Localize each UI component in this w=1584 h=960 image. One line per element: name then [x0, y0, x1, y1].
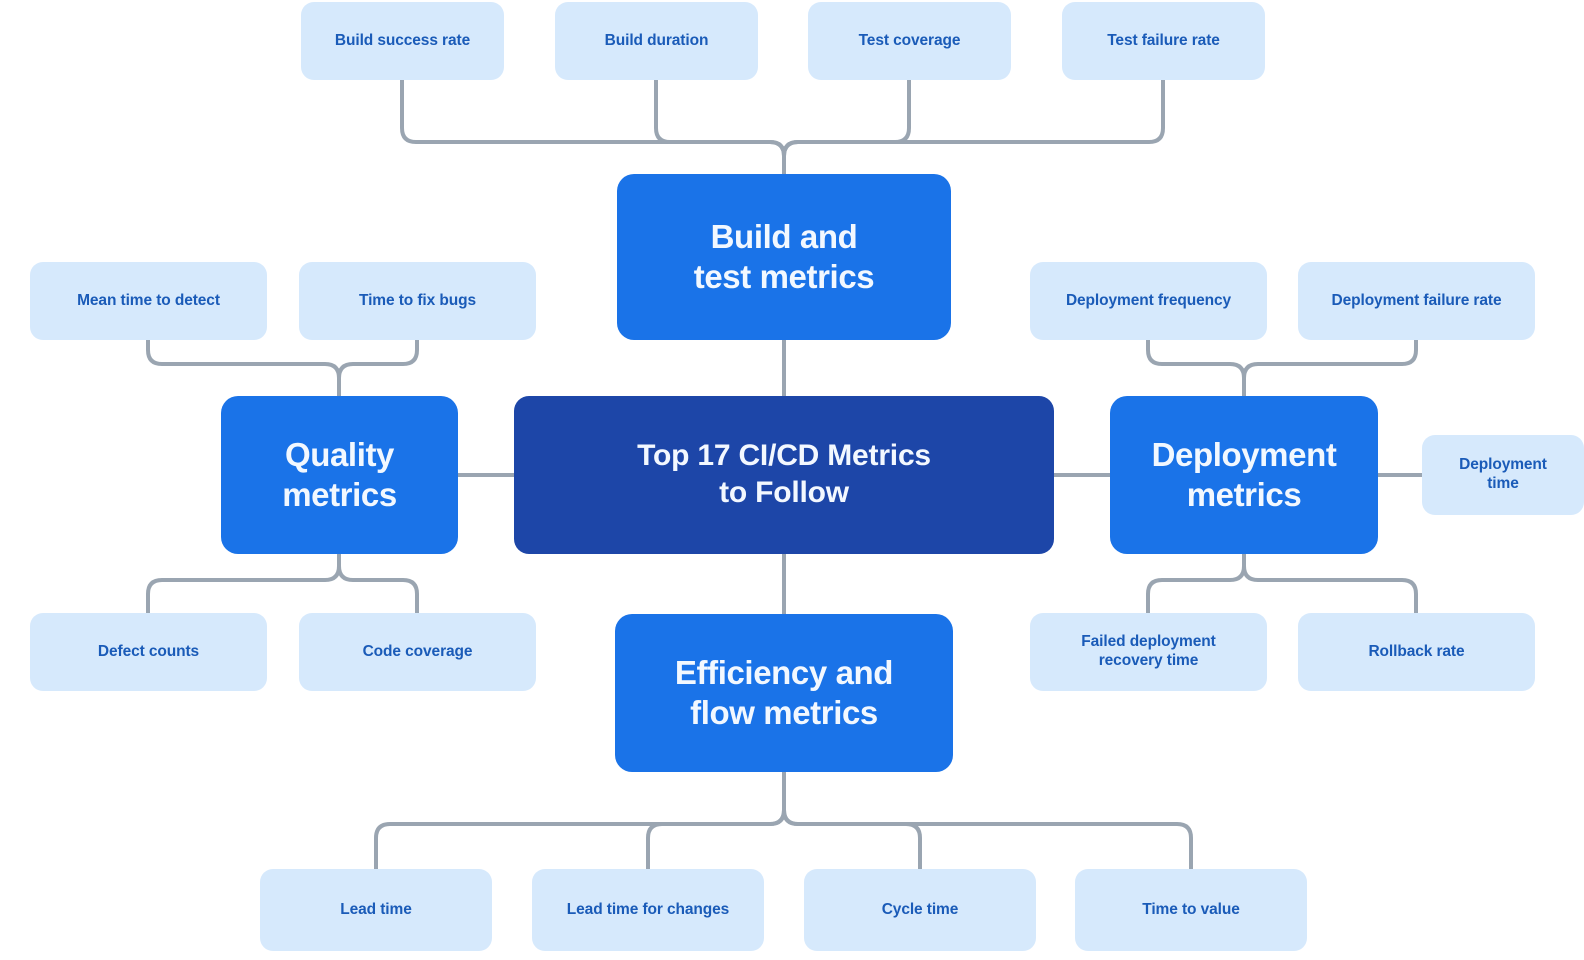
connector-rollback-rate	[1242, 552, 1418, 615]
connector-lead-time-for-changes	[646, 770, 786, 871]
connector-deployment-frequency	[1146, 338, 1246, 398]
branch-deployment-metrics[interactable]: Deployment metrics	[1110, 396, 1378, 554]
leaf-deployment-time-label: Deployment time	[1459, 456, 1547, 492]
leaf-test-coverage-label: Test coverage	[858, 31, 961, 49]
leaf-failed-deployment-recovery-time[interactable]: Failed deployment recovery time	[1030, 613, 1267, 691]
leaf-code-coverage-label: Code coverage	[362, 642, 473, 660]
leaf-failed-deployment-recovery-time-label: Failed deployment recovery time	[1081, 633, 1216, 669]
leaf-deployment-time[interactable]: Deployment time	[1422, 435, 1584, 515]
branch-build-and-test-metrics-label: Build and test metrics	[693, 217, 875, 295]
branch-efficiency-and-flow-metrics-label: Efficiency and flow metrics	[674, 653, 894, 731]
leaf-lead-time-label: Lead time	[340, 900, 412, 918]
leaf-test-coverage[interactable]: Test coverage	[808, 2, 1011, 80]
leaf-deployment-failure-rate-label: Deployment failure rate	[1331, 291, 1502, 309]
connector-build-success-rate	[400, 78, 786, 176]
leaf-lead-time-for-changes[interactable]: Lead time for changes	[532, 869, 764, 951]
branch-efficiency-and-flow-metrics[interactable]: Efficiency and flow metrics	[615, 614, 953, 772]
root-node-label: Top 17 CI/CD Metrics to Follow	[637, 439, 931, 509]
leaf-time-to-fix-bugs[interactable]: Time to fix bugs	[299, 262, 536, 340]
leaf-build-duration[interactable]: Build duration	[555, 2, 758, 80]
connector-failed-deployment-recovery-time	[1146, 552, 1246, 615]
branch-quality-metrics-label: Quality metrics	[282, 435, 397, 513]
connector-deployment-failure-rate	[1242, 338, 1418, 398]
connector-cycle-time	[782, 770, 922, 871]
leaf-test-failure-rate[interactable]: Test failure rate	[1062, 2, 1265, 80]
leaf-time-to-fix-bugs-label: Time to fix bugs	[359, 291, 476, 309]
leaf-cycle-time[interactable]: Cycle time	[804, 869, 1036, 951]
leaf-test-failure-rate-label: Test failure rate	[1107, 31, 1220, 49]
leaf-code-coverage[interactable]: Code coverage	[299, 613, 536, 691]
connector-code-coverage	[337, 552, 419, 615]
connector-mean-time-to-detect	[146, 338, 341, 398]
leaf-mean-time-to-detect-label: Mean time to detect	[77, 291, 220, 309]
leaf-time-to-value-label: Time to value	[1142, 900, 1240, 918]
connector-defect-counts	[146, 552, 341, 615]
leaf-build-success-rate-label: Build success rate	[334, 31, 471, 49]
leaf-mean-time-to-detect[interactable]: Mean time to detect	[30, 262, 267, 340]
root-node[interactable]: Top 17 CI/CD Metrics to Follow	[514, 396, 1054, 554]
leaf-rollback-rate-label: Rollback rate	[1368, 642, 1465, 660]
connector-lead-time	[374, 770, 786, 871]
connector-test-failure-rate	[782, 78, 1165, 176]
leaf-deployment-frequency[interactable]: Deployment frequency	[1030, 262, 1267, 340]
leaf-cycle-time-label: Cycle time	[881, 900, 959, 918]
leaf-deployment-frequency-label: Deployment frequency	[1065, 291, 1232, 309]
leaf-defect-counts[interactable]: Defect counts	[30, 613, 267, 691]
branch-quality-metrics[interactable]: Quality metrics	[221, 396, 458, 554]
connector-test-coverage	[782, 78, 911, 176]
leaf-build-success-rate[interactable]: Build success rate	[301, 2, 504, 80]
branch-deployment-metrics-label: Deployment metrics	[1151, 435, 1337, 513]
leaf-rollback-rate[interactable]: Rollback rate	[1298, 613, 1535, 691]
connector-build-duration	[654, 78, 786, 176]
leaf-time-to-value[interactable]: Time to value	[1075, 869, 1307, 951]
leaf-build-duration-label: Build duration	[604, 31, 709, 49]
branch-build-and-test-metrics[interactable]: Build and test metrics	[617, 174, 951, 340]
leaf-defect-counts-label: Defect counts	[97, 642, 200, 660]
connector-time-to-value	[782, 770, 1193, 871]
connector-time-to-fix-bugs	[337, 338, 419, 398]
leaf-lead-time[interactable]: Lead time	[260, 869, 492, 951]
leaf-deployment-failure-rate[interactable]: Deployment failure rate	[1298, 262, 1535, 340]
leaf-lead-time-for-changes-label: Lead time for changes	[566, 900, 730, 918]
